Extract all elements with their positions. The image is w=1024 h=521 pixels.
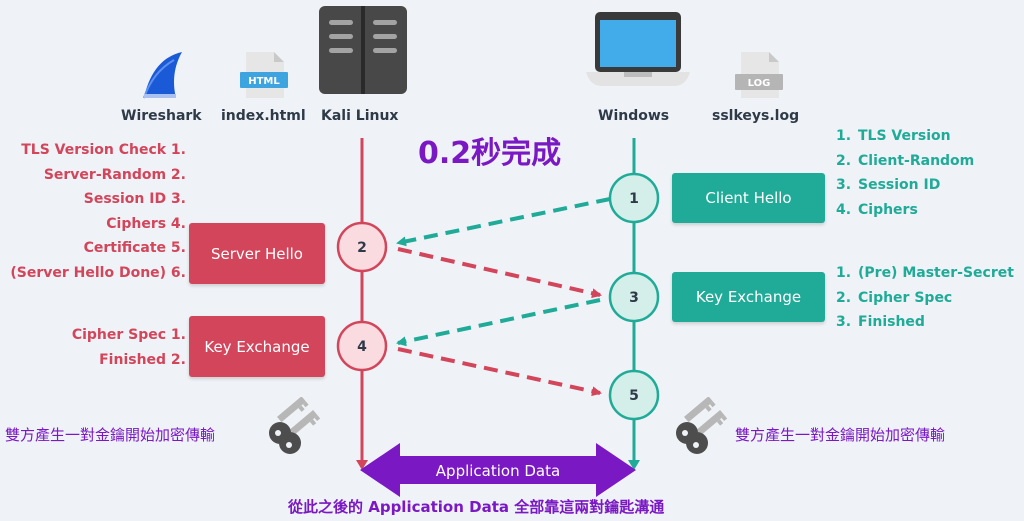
server-hello-item: Server-Random 2. [43,166,186,183]
server-hello-item: Session ID 3. [83,191,186,208]
kali-linux-label: Kali Linux [321,108,399,124]
step-number: 4 [357,339,367,355]
html-file-icon: HTML [240,50,288,104]
keys-icon [673,396,735,459]
client-key-note: 雙方產生一對金鑰開始加密傳輸 [735,426,946,444]
keys-icon [266,396,328,459]
server-hello-items: TLS Version Check 1. Server-Random 2. Se… [10,138,186,286]
server-hello-item: (Server Hello Done) 6. [10,264,186,281]
client-hello-box: Client Hello [672,173,825,223]
server-hello-item: Certificate 5. [83,240,186,257]
client-key-item: 2.Cipher Spec [836,289,953,306]
arrow-3-to-4 [396,298,601,347]
client-hello-item: 3.Session ID [836,177,941,194]
server-key-exchange-items: Cipher Spec 1. Finished 2. [72,323,186,372]
step-node-1: 1 [608,172,660,224]
client-hello-items: 1.TLS Version 2.Client-Random 3.Session … [836,124,974,222]
client-hello-item: 2.Client-Random [836,152,975,169]
server-key-note: 雙方產生一對金鑰開始加密傳輸 [5,426,216,444]
server-lifeline-arrowhead [356,460,368,470]
wireshark-label: Wireshark [121,108,202,124]
arrow-1-to-2 [396,197,611,247]
application-data-label: Application Data [436,462,560,480]
client-key-exchange-items: 1.(Pre) Master-Secret 2.Cipher Spec 3.Fi… [836,261,1014,335]
step-node-5: 5 [608,369,660,421]
server-key-exchange-box: Key Exchange [189,316,325,377]
sslkeys-log-label: sslkeys.log [712,108,800,124]
server-icon [319,6,407,98]
server-key-item: Finished 2. [99,351,186,368]
server-hello-item: TLS Version Check 1. [21,142,186,158]
index-html-label: index.html [221,108,306,124]
client-key-item: 3.Finished [836,314,925,331]
arrow-2-to-3 [397,247,602,299]
client-key-exchange-box: Key Exchange [672,272,825,322]
page-title: 0.2秒完成 [418,136,562,171]
server-key-item: Cipher Spec 1. [71,327,186,343]
step-number: 3 [629,290,639,306]
server-hello-box: Server Hello [189,223,325,284]
log-badge: LOG [748,78,771,89]
step-node-3: 3 [608,271,660,323]
step-node-4: 4 [336,320,388,372]
client-hello-item: 4.Ciphers [836,201,918,218]
footer-note: 從此之後的 Application Data 全部靠這兩對鑰匙溝通 [288,498,665,516]
wireshark-fin-icon [140,50,184,104]
step-number: 1 [629,191,639,207]
application-data-arrow: Application Data [360,443,636,497]
step-number: 2 [357,240,367,256]
client-hello-item: 1.TLS Version [836,128,951,144]
laptop-icon [586,10,690,94]
arrow-4-to-5 [397,347,602,397]
client-lifeline-arrowhead [628,460,640,470]
html-badge: HTML [248,76,280,87]
windows-label: Windows [598,108,670,124]
server-hello-item: Ciphers 4. [106,215,186,232]
step-number: 5 [629,388,639,404]
client-key-item: 1.(Pre) Master-Secret [836,265,1014,281]
step-node-2: 2 [336,221,388,273]
log-file-icon: LOG [735,50,783,104]
